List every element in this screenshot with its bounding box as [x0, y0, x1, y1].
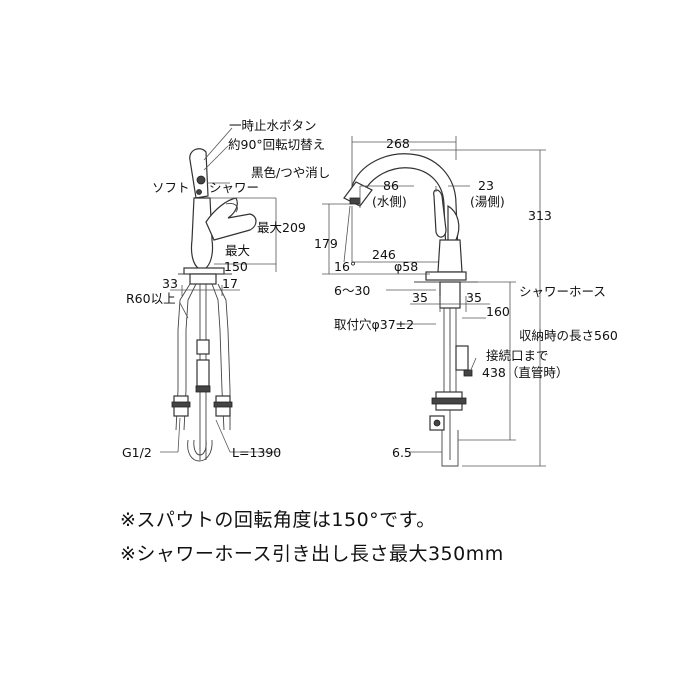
label-phi58: φ58 — [394, 259, 418, 274]
label-246: 246 — [372, 247, 396, 262]
label-35-left: 35 — [412, 290, 428, 305]
dimension-labels: 一時止水ボタン 約90°回転切替え ソフト シャワー 黒色/つや消し 268 8… — [122, 118, 618, 460]
front-view — [322, 136, 546, 467]
label-150: 150 — [224, 259, 248, 274]
label-35-right: 35 — [466, 290, 482, 305]
label-mount-hole: 取付穴φ37±2 — [334, 317, 414, 332]
label-r60: R60以上 — [126, 291, 176, 306]
label-max: 最大 — [225, 243, 250, 258]
label-hot-side: (湯側) — [470, 194, 505, 209]
note-spout-rotation: ※スパウトの回転角度は150°です。 — [120, 509, 436, 531]
label-313: 313 — [528, 208, 552, 223]
label-160: 160 — [486, 304, 510, 319]
label-17: 17 — [222, 276, 238, 291]
label-l1390: L=1390 — [232, 445, 281, 460]
label-33: 33 — [162, 276, 178, 291]
label-connect-line2: 438（直管時） — [482, 365, 568, 380]
label-g12: G1/2 — [122, 445, 152, 460]
label-23: 23 — [478, 178, 494, 193]
label-hose-line2: 収納時の長さ560 — [519, 328, 618, 343]
label-stop-button: 一時止水ボタン — [229, 118, 317, 133]
label-6-5: 6.5 — [392, 445, 412, 460]
label-shower: シャワー — [209, 180, 259, 195]
label-cold-side: (水側) — [372, 194, 407, 209]
label-black-gloss: 黒色/つや消し — [251, 165, 330, 180]
label-268: 268 — [386, 136, 410, 151]
label-6-30: 6～30 — [334, 283, 370, 298]
label-16deg: 16° — [334, 259, 356, 274]
label-86: 86 — [383, 178, 399, 193]
label-soft: ソフト — [152, 180, 190, 195]
side-view — [160, 127, 280, 462]
label-connect-line1: 接続口まで — [486, 348, 549, 363]
label-max209: 最大209 — [257, 220, 306, 235]
label-hose-line1: シャワーホース — [519, 284, 606, 299]
note-hose-length: ※シャワーホース引き出し長さ最大350mm — [120, 543, 504, 565]
label-179: 179 — [314, 236, 338, 251]
label-switch-90: 約90°回転切替え — [228, 137, 325, 152]
